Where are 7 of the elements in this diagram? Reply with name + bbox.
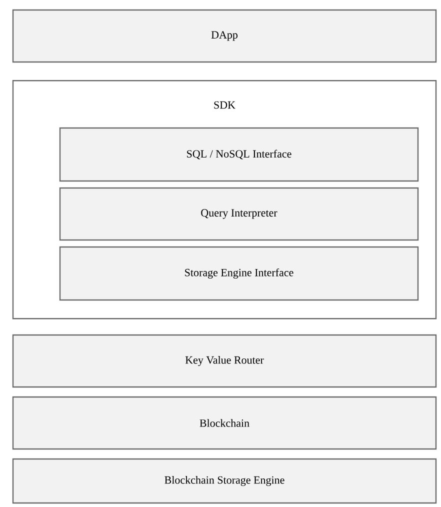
layer-box: Key Value Router bbox=[12, 334, 437, 388]
layer-box: Query Interpreter bbox=[59, 187, 419, 241]
layer-box: DApp bbox=[12, 9, 437, 63]
layer-box: Blockchain Storage Engine bbox=[12, 458, 437, 504]
layer-box: Blockchain bbox=[12, 396, 437, 450]
layer-box: SQL / NoSQL Interface bbox=[59, 127, 419, 182]
layer-box: Storage Engine Interface bbox=[59, 246, 419, 301]
